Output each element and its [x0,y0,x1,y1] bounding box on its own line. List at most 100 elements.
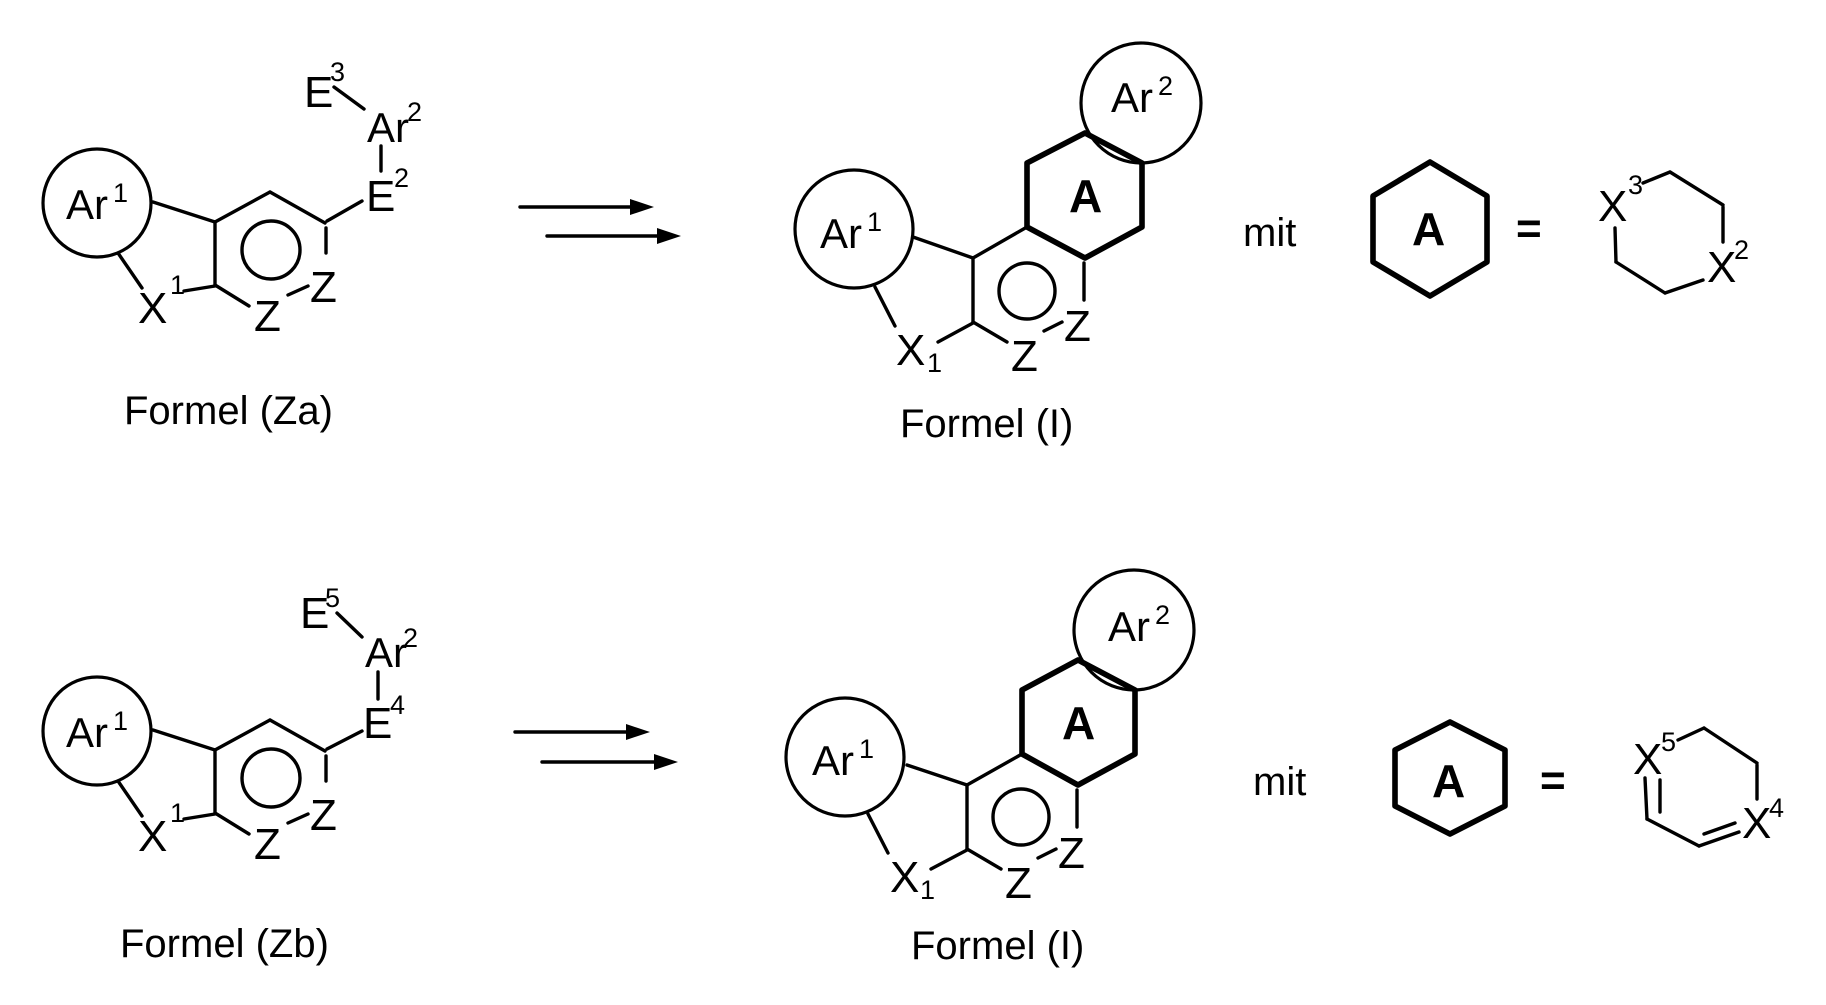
bond [151,728,217,752]
x1-label: X [138,812,167,861]
ar1-superscript: 1 [859,734,874,764]
arrow-head [657,228,681,244]
e2-label: E [366,172,395,221]
bond [1042,320,1064,333]
e3-label: E [304,68,333,117]
mit-text: mit [1243,211,1296,255]
x2-superscript: 2 [1734,235,1749,265]
bond [116,251,144,290]
ar1-label: Ar [66,181,108,228]
bond [929,848,969,871]
z-right-label: Z [310,263,337,312]
x1-superscript: 1 [170,270,185,300]
x1-subscript: 1 [927,348,942,378]
ring-a-definition-1: mit A = X 3 X 2 [1243,159,1749,299]
x1-label: X [138,284,167,333]
x4-label: X [1742,799,1771,848]
bond [1614,260,1667,295]
ar1-superscript: 1 [113,178,128,208]
z-right-label: Z [1058,829,1085,878]
ring-a-label: A [1432,755,1465,807]
arrow-head [654,754,678,770]
bond [182,284,217,293]
bond [286,284,310,297]
equals-sign: = [1516,204,1542,253]
x3-label: X [1598,182,1627,231]
bond [335,611,364,639]
x5-superscript: 5 [1661,727,1676,757]
ar1-superscript: 1 [867,207,882,237]
ar2-label: Ar [1111,74,1153,121]
double-bond-inner [1702,821,1737,836]
ar1-ring-circle [793,168,915,290]
bond [213,283,251,308]
bond [971,225,1029,260]
bond [332,85,366,111]
x1-label: X [896,326,925,375]
ar2-superscript: 2 [1158,71,1173,101]
x1-label: X [890,853,919,902]
z-bottom-label: Z [254,292,281,341]
formula-za-structure: Ar 1 X 1 Z Z E 2 Ar 2 E 3 Formel [41,57,422,433]
ring-a-label: A [1412,203,1445,255]
reaction-arrows-2 [513,724,678,770]
formula-za-caption: Formel (Za) [124,389,333,433]
ar2-ring-circle [1079,41,1203,165]
bond [213,718,272,752]
ar1-label: Ar [820,210,862,257]
bond [1676,726,1706,742]
aromatic-circle [240,219,302,281]
bond [965,752,1024,787]
aromatic-circle [240,747,302,809]
bond [213,190,272,224]
ar1-ring-circle [41,675,153,787]
z-right-label: Z [310,791,337,840]
bond [1697,830,1741,848]
bond [286,812,310,825]
x1-superscript: 1 [170,798,185,828]
ring-a-definition-2: mit A = X 5 X 4 [1253,719,1784,848]
ar2-label: Ar [1108,603,1150,650]
ar1-label: Ar [812,737,854,784]
e5-label: E [300,589,329,638]
ar2-superscript: 2 [403,623,418,653]
scheme-row-2: Ar 1 X 1 Z Z E 4 Ar 2 E 5 Formel [41,568,1784,968]
bond [965,847,1003,871]
bond [151,200,217,224]
bond [325,199,364,223]
arrow-head [626,724,650,740]
e3-superscript: 3 [330,57,345,87]
bond [213,811,251,836]
bond [1641,170,1672,185]
e4-superscript: 4 [390,690,405,720]
z-bottom-label: Z [1011,332,1038,381]
aromatic-circle [997,261,1057,321]
formula-zb-structure: Ar 1 X 1 Z Z E 4 Ar 2 E 5 Formel [41,583,418,966]
ar2-ring-circle [1072,568,1196,692]
bond [1036,847,1058,860]
e4-label: E [363,699,392,748]
mit-text: mit [1253,760,1306,804]
ar1-ring-circle [784,696,906,818]
bond [1668,170,1725,207]
aromatic-circle [991,787,1051,847]
bond [905,763,969,787]
z-bottom-label: Z [254,820,281,869]
ar2-label: Ar [367,104,409,151]
ring-a-label: A [1069,170,1102,222]
bond [873,285,897,328]
ar2-superscript: 2 [1155,600,1170,630]
equals-sign: = [1540,756,1566,805]
formula-i-structure-2: Ar 1 X 1 Z Z A Ar 2 Formel (I) [784,568,1196,968]
x5-label: X [1633,735,1662,784]
formula-i-structure-1: Ar 1 X 1 Z Z A Ar 2 Formel (I) [793,41,1203,446]
bond [325,729,364,751]
bond [182,812,217,821]
scheme-row-1: Ar 1 X 1 Z Z E 2 Ar 2 E 3 Formel [41,41,1749,446]
x2-label: X [1707,243,1736,292]
bond [268,190,327,225]
formula-i-caption: Formel (I) [900,402,1073,446]
bond [1663,278,1705,295]
